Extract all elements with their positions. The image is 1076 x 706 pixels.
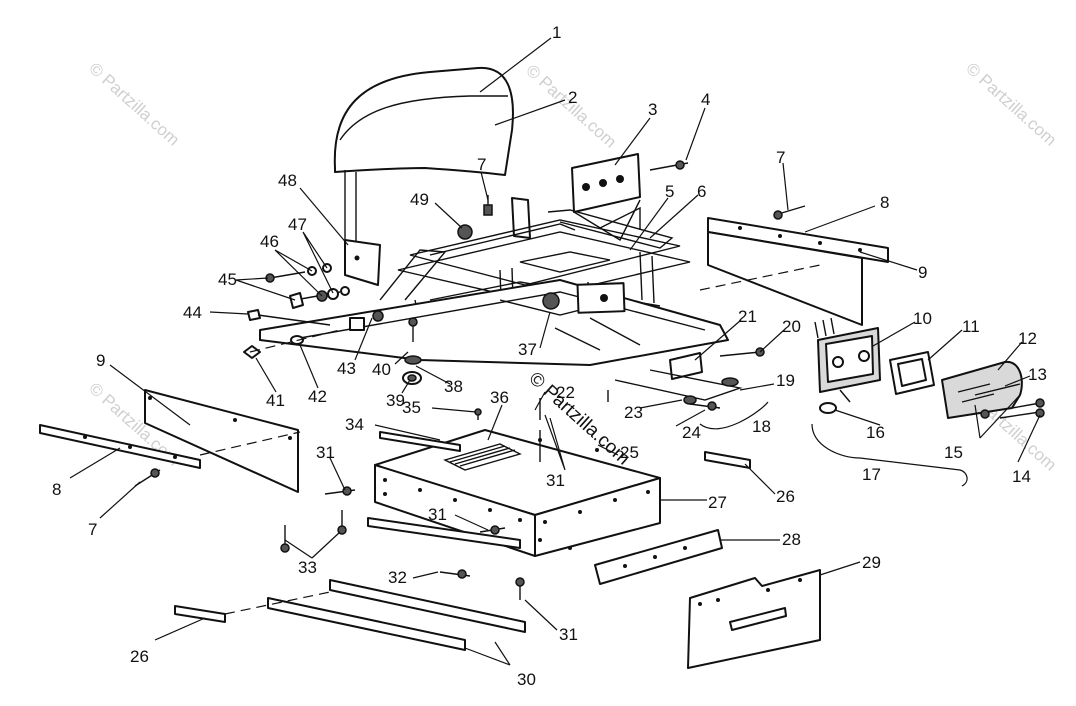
callout-1: 1 bbox=[552, 23, 561, 42]
callout-11: 11 bbox=[962, 317, 980, 336]
rear-panel bbox=[594, 529, 723, 585]
nut-49 bbox=[457, 224, 473, 240]
backrest-bracket bbox=[344, 197, 531, 286]
callout-49: 49 bbox=[410, 190, 429, 209]
callout-20: 20 bbox=[782, 317, 801, 336]
callout-7: 7 bbox=[88, 520, 97, 539]
center-right-bolts bbox=[614, 347, 765, 401]
callout-26: 26 bbox=[130, 647, 149, 666]
left-rail-and-panel bbox=[39, 389, 301, 493]
callout-38: 38 bbox=[444, 377, 463, 396]
screw-7-right bbox=[773, 205, 806, 220]
mount-plate bbox=[571, 153, 641, 241]
callout-15: 15 bbox=[944, 443, 963, 462]
callout-labels: 1 2 3 4 5 6 7 7 8 9 10 11 12 13 14 15 16… bbox=[52, 23, 1047, 689]
callout-8: 8 bbox=[52, 480, 61, 499]
box-top-rail bbox=[379, 431, 461, 452]
callout-21: 21 bbox=[738, 307, 757, 326]
callout-31: 31 bbox=[559, 625, 578, 644]
rack-hardware bbox=[243, 309, 418, 359]
callout-41: 41 bbox=[266, 391, 285, 410]
center-hardware bbox=[607, 390, 769, 430]
watermark-text: © Partzilla.com bbox=[962, 59, 1060, 150]
screw-7-upper bbox=[483, 195, 493, 216]
callout-28: 28 bbox=[782, 530, 801, 549]
box-fasteners bbox=[280, 398, 599, 600]
strap-26-right bbox=[704, 451, 751, 469]
callout-26: 26 bbox=[776, 487, 795, 506]
callout-7: 7 bbox=[776, 148, 785, 167]
storage-box bbox=[367, 429, 661, 557]
callout-43: 43 bbox=[337, 359, 356, 378]
callout-23: 23 bbox=[624, 403, 643, 422]
watermark-text: © Partzilla.com bbox=[85, 59, 183, 150]
washer-38-39 bbox=[402, 355, 422, 385]
callout-31: 31 bbox=[428, 505, 447, 524]
box-runners bbox=[267, 579, 526, 651]
callout-2: 2 bbox=[568, 88, 577, 107]
callout-30: 30 bbox=[517, 670, 536, 689]
callout-35: 35 bbox=[402, 398, 421, 417]
callout-3: 3 bbox=[648, 100, 657, 119]
callout-29: 29 bbox=[862, 553, 881, 572]
bolt-4 bbox=[649, 160, 689, 171]
callout-10: 10 bbox=[913, 309, 932, 328]
callout-6: 6 bbox=[697, 182, 706, 201]
left-hardware bbox=[265, 263, 350, 309]
tail-light-housing bbox=[814, 317, 881, 393]
right-rail-and-panel bbox=[699, 217, 889, 326]
callout-5: 5 bbox=[665, 182, 674, 201]
callout-18: 18 bbox=[752, 417, 771, 436]
callout-46: 46 bbox=[260, 232, 279, 251]
callout-25: 25 bbox=[620, 443, 639, 462]
callout-12: 12 bbox=[1018, 329, 1037, 348]
tail-light-bulb bbox=[811, 389, 968, 487]
callout-44: 44 bbox=[183, 303, 202, 322]
mud-flap bbox=[687, 569, 821, 669]
callout-31: 31 bbox=[316, 443, 335, 462]
callout-48: 48 bbox=[278, 171, 297, 190]
callout-33: 33 bbox=[298, 558, 317, 577]
callout-34: 34 bbox=[345, 415, 364, 434]
callout-31: 31 bbox=[546, 471, 565, 490]
callout-37: 37 bbox=[518, 340, 537, 359]
callout-40: 40 bbox=[372, 360, 391, 379]
callout-13: 13 bbox=[1028, 365, 1047, 384]
strap-26-left bbox=[174, 591, 331, 623]
callout-9: 9 bbox=[918, 263, 927, 282]
callout-4: 4 bbox=[701, 90, 710, 109]
callout-8: 8 bbox=[880, 193, 889, 212]
callout-47: 47 bbox=[288, 215, 307, 234]
callout-14: 14 bbox=[1012, 467, 1031, 486]
callout-32: 32 bbox=[388, 568, 407, 587]
callout-45: 45 bbox=[218, 270, 237, 289]
callout-36: 36 bbox=[490, 388, 509, 407]
callout-19: 19 bbox=[776, 371, 795, 390]
rack-base bbox=[259, 279, 729, 366]
lens-screws bbox=[974, 383, 1045, 419]
callout-16: 16 bbox=[866, 423, 885, 442]
callout-24: 24 bbox=[682, 423, 701, 442]
callout-27: 27 bbox=[708, 493, 727, 512]
callout-42: 42 bbox=[308, 387, 327, 406]
callout-22: 22 bbox=[556, 383, 575, 402]
callout-9: 9 bbox=[96, 351, 105, 370]
leader-lines bbox=[69, 37, 1041, 666]
callout-39: 39 bbox=[386, 391, 405, 410]
tail-light-lens bbox=[941, 360, 1023, 419]
tail-light-gasket bbox=[889, 351, 935, 395]
callout-17: 17 bbox=[862, 465, 881, 484]
callout-7: 7 bbox=[477, 155, 486, 174]
